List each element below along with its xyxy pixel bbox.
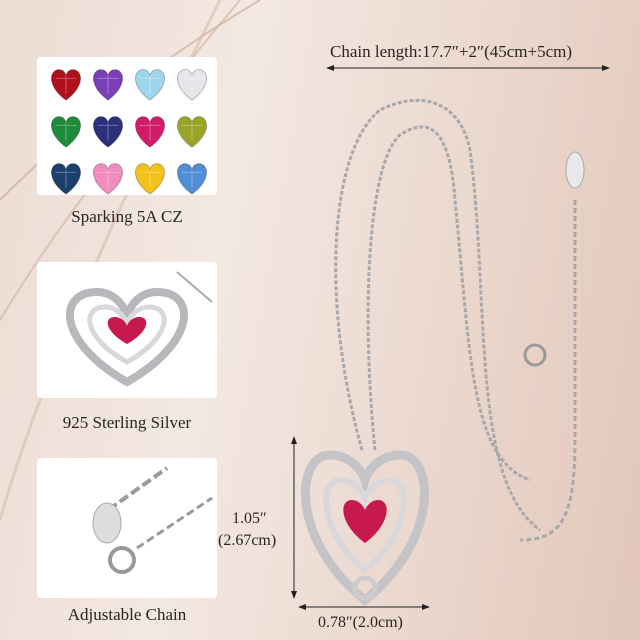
height-cm-label: (2.67cm): [218, 532, 277, 549]
gemstone-heart: [89, 65, 127, 108]
gemstone-heart: [173, 65, 211, 108]
clasp-closeup-image: [92, 466, 213, 574]
gemstone-heart: [173, 159, 211, 202]
gemstone-heart: [131, 65, 169, 108]
pendant-closeup-card: [37, 262, 217, 398]
gemstone-heart: [47, 159, 85, 202]
panel-label-cz: Sparking 5A CZ: [71, 207, 183, 226]
clasp-closeup-card: [37, 458, 217, 598]
pendant-closeup-image: [65, 271, 213, 387]
gemstone-heart: [131, 159, 169, 202]
gemstone-heart: [131, 112, 169, 155]
panel-label-chain: Adjustable Chain: [67, 605, 187, 624]
gemstone-heart: [89, 159, 127, 202]
gemstone-heart: [173, 112, 211, 155]
width-label: 0.78″(2.0cm): [318, 614, 403, 631]
height-inches-label: 1.05″: [232, 510, 267, 527]
panel-label-silver: 925 Sterling Silver: [62, 413, 192, 432]
gemstone-heart-grid: [37, 57, 217, 210]
gemstone-colors-card: [37, 57, 217, 195]
chain-length-label: Chain length:17.7″+2″(45cm+5cm): [330, 42, 573, 61]
gemstone-heart: [47, 65, 85, 108]
gemstone-heart: [47, 112, 85, 155]
gemstone-heart: [89, 112, 127, 155]
